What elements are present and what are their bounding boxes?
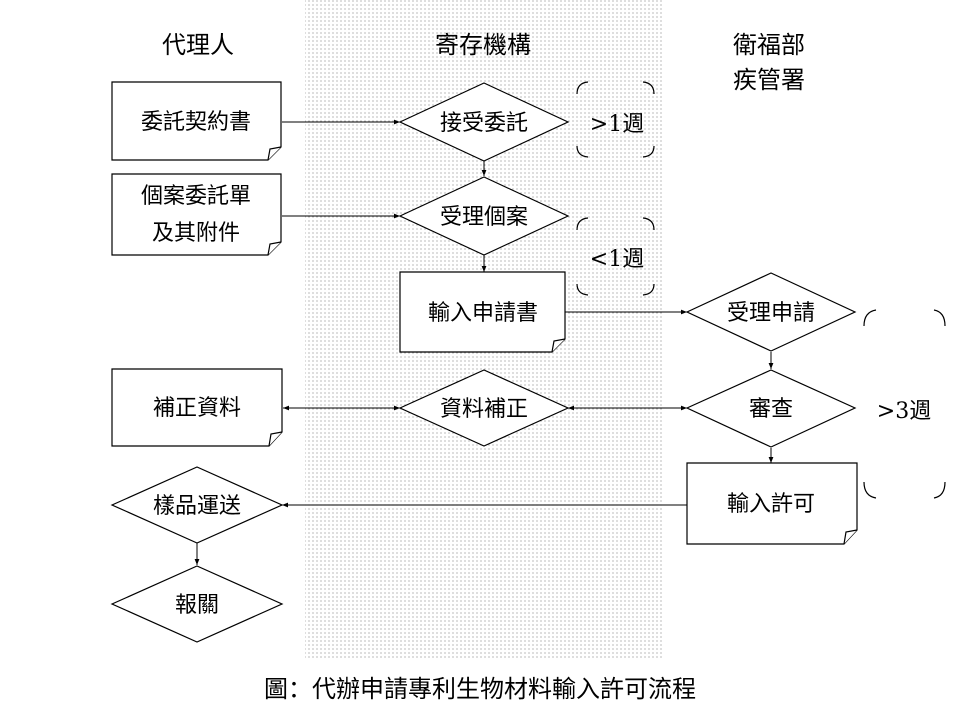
input-application-label: 輸入申請書 (428, 301, 538, 326)
figure-caption: 圖：代辦申請專利生物材料輸入許可流程 (264, 675, 696, 703)
column-header-fda-line1: 衛福部 (733, 31, 805, 59)
duration-label-3: >3週 (877, 399, 931, 424)
supplement-data-document: 補正資料 (112, 369, 282, 446)
column-header-agent: 代理人 (162, 31, 234, 59)
column-header-depository: 寄存機構 (435, 31, 531, 59)
column-header-fda-line2: 疾管署 (733, 66, 805, 94)
case-form-label-line2: 及其附件 (152, 221, 240, 246)
accept-application-decision: 受理申請 (687, 273, 855, 351)
review-decision: 審查 (687, 370, 855, 447)
sample-shipping-decision: 樣品運送 (112, 467, 282, 543)
input-permit-label: 輸入許可 (727, 492, 815, 517)
supplement-data-label: 補正資料 (153, 396, 241, 421)
review-label: 審查 (749, 397, 793, 422)
entrust-contract-document: 委託契約書 (112, 82, 281, 160)
customs-label: 報關 (175, 593, 219, 618)
sample-shipping-label: 樣品運送 (153, 494, 241, 519)
accept-case-label: 受理個案 (440, 205, 528, 230)
duration-bracket-3: >3週 (864, 310, 945, 498)
duration-label-1: >1週 (590, 112, 644, 137)
input-permit-document: 輸入許可 (687, 463, 857, 544)
input-application-document: 輸入申請書 (400, 272, 565, 352)
data-supplement-label: 資料補正 (440, 397, 528, 422)
case-form-document: 個案委託單 及其附件 (112, 174, 281, 255)
duration-label-2: <1週 (590, 247, 644, 272)
accept-application-label: 受理申請 (727, 301, 815, 326)
entrust-contract-label: 委託契約書 (141, 110, 251, 135)
customs-decision: 報關 (112, 566, 282, 642)
case-form-label-line1: 個案委託單 (141, 184, 251, 209)
accept-entrust-label: 接受委託 (440, 111, 528, 136)
